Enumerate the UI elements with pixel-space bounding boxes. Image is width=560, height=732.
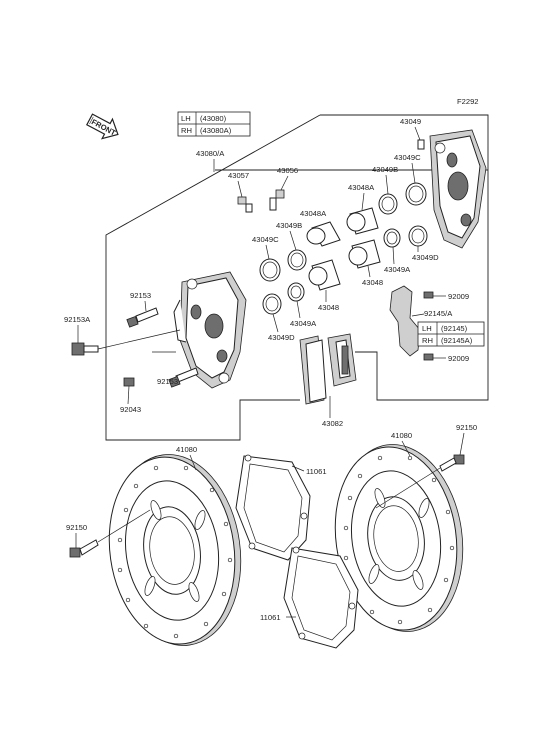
brake-pad-set [299, 333, 357, 405]
brake-disc-right [334, 444, 464, 632]
bracket-table-part-rh: (92145A) [441, 336, 473, 345]
label-bolt-right: 92150 [456, 423, 477, 432]
caliper-table-side-lh: LH [181, 114, 191, 123]
caliper-bracket [389, 285, 421, 357]
r-piston-a-part [346, 207, 379, 235]
label-piston-a: 43048A [300, 209, 327, 218]
label-screw-bottom: 92009 [448, 354, 469, 363]
screw-bottom-part [423, 353, 434, 361]
label-bolt-side: 92153A [64, 315, 91, 324]
label-r-seal-b: 43049B [372, 165, 398, 174]
label-bracket: 92145/A [424, 309, 453, 318]
bleeder-cap [237, 196, 253, 213]
bracket-table-side-lh: LH [422, 324, 432, 333]
bracket-table-side-rh: RH [422, 336, 433, 345]
label-piston: 43048 [318, 303, 339, 312]
caliper-body-left [173, 271, 247, 389]
piston-left [308, 259, 341, 291]
label-r-seal-a: 43049A [384, 265, 411, 274]
label-disc-left: 41080 [176, 445, 197, 454]
disc-spacer-lower [283, 546, 359, 649]
disc-spacer-upper [235, 454, 311, 561]
label-r-seal: 43049 [400, 117, 421, 126]
label-r-piston-a: 43048A [348, 183, 375, 192]
plug [123, 377, 135, 387]
label-seal-a: 43049A [290, 319, 317, 328]
assembly-frame [105, 114, 489, 441]
figure-code: F2292 [457, 97, 479, 106]
piston-a-left [306, 221, 341, 247]
label-pad-set: 43082 [322, 419, 343, 428]
label-spacer-upper: 11061 [306, 467, 327, 476]
caliper-body-right [429, 129, 487, 249]
disc-bolt-right [439, 454, 465, 472]
label-bolt-top: 92153 [130, 291, 151, 300]
bleeder-valve [269, 189, 285, 211]
caliper-table-part-rh: (43080A) [200, 126, 232, 135]
label-r-seal-d: 43049D [412, 253, 439, 262]
label-seal-c: 43049C [252, 235, 279, 244]
bolt-side [71, 342, 99, 356]
label-plug: 92043 [120, 405, 141, 414]
caliper-table: LH (43080) RH (43080A) [177, 111, 251, 137]
screw-top-part [423, 291, 434, 299]
label-disc-right: 41080 [391, 431, 412, 440]
label-bleeder-valve: 43056 [277, 166, 298, 175]
label-r-seal-c: 43049C [394, 153, 421, 162]
caliper-table-side-rh: RH [181, 126, 192, 135]
bracket-table: LH (92145) RH (92145A) [417, 321, 485, 347]
bolt-bottom [168, 367, 199, 388]
label-screw-top: 92009 [448, 292, 469, 301]
bolt-top [126, 307, 159, 328]
label-r-piston: 43048 [362, 278, 383, 287]
caliper-table-part-lh: (43080) [200, 114, 227, 123]
label-bolt-left: 92150 [66, 523, 87, 532]
label-bolt-bottom: 92153 [157, 377, 178, 386]
brake-disc-left [108, 454, 242, 646]
label-bleeder-cap: 43057 [228, 171, 249, 180]
disc-bolt-left [69, 539, 99, 558]
label-seal-d: 43049D [268, 333, 295, 342]
bracket-table-part-lh: (92145) [441, 324, 468, 333]
label-spacer-lower: 11061 [260, 613, 281, 622]
r-piston-part [348, 239, 381, 269]
r-seal-part [417, 139, 425, 150]
label-caliper-assy: 43080/A [196, 149, 225, 158]
label-seal-b: 43049B [276, 221, 302, 230]
front-arrow-icon: FRONT [86, 113, 119, 140]
